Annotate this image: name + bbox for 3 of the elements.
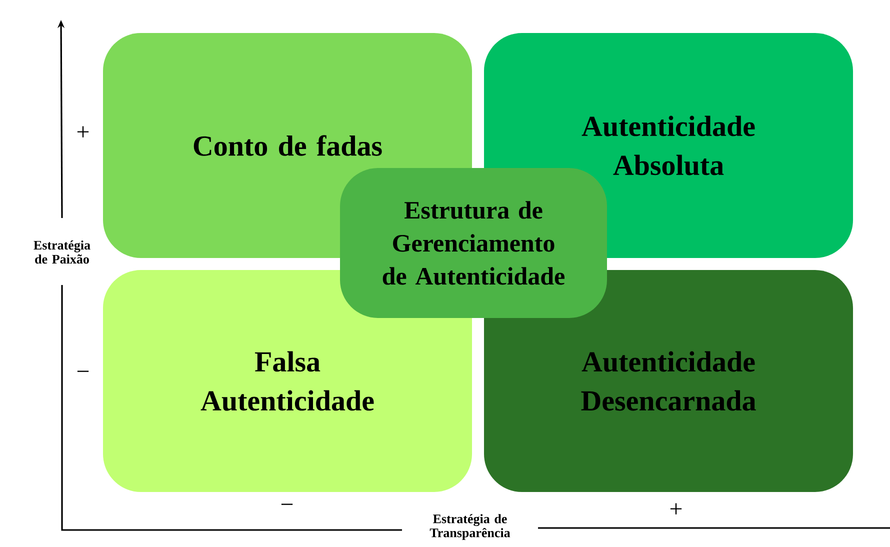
quadrant-box: Estrutura de Gerenciamento de Autenticidade <box>340 168 607 318</box>
axis-label: Estratégia de Transparência <box>430 514 510 540</box>
axis-label: Estratégia de Paixão <box>34 240 90 264</box>
